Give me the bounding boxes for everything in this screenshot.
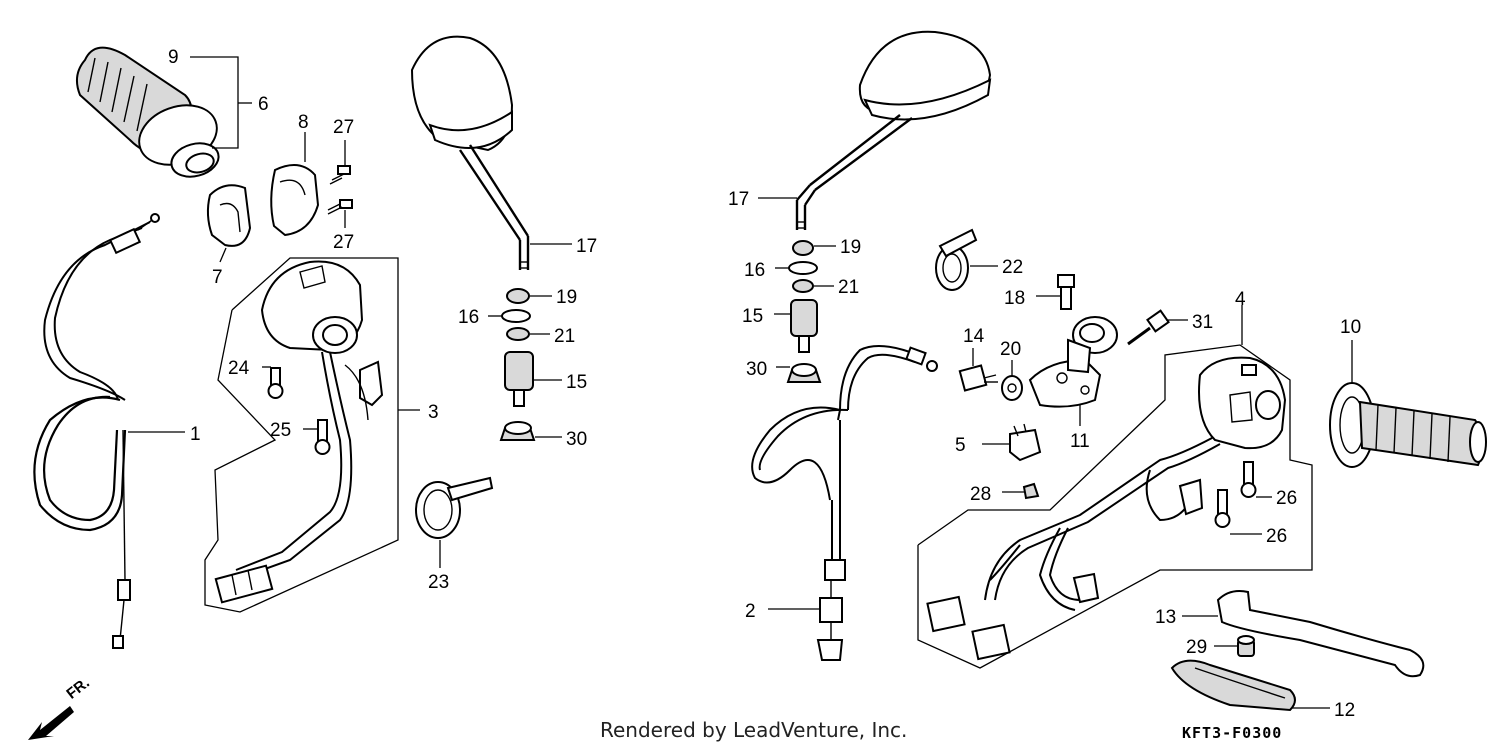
cable-band-22[interactable] [935, 228, 978, 291]
label-2: 2 [745, 601, 756, 622]
label-26a: 26 [1276, 488, 1297, 509]
washer-16-left[interactable] [501, 309, 531, 323]
label-21R: 21 [838, 277, 859, 298]
washer-21-left[interactable] [506, 327, 530, 341]
label-19L: 19 [556, 287, 577, 308]
adjuster-14[interactable] [958, 364, 998, 392]
label-15R: 15 [742, 306, 763, 327]
throttle-housing-lower[interactable] [206, 184, 252, 247]
right-grip[interactable] [1329, 382, 1487, 468]
label-3: 3 [428, 402, 439, 423]
label-1: 1 [190, 424, 201, 445]
lever-bracket[interactable] [1028, 316, 1118, 408]
screw-25[interactable] [314, 419, 331, 455]
clutch-switch-5[interactable] [1009, 423, 1042, 462]
label-19R: 19 [840, 237, 861, 258]
left-handlebar-switch[interactable] [214, 260, 384, 604]
washer-21-right[interactable] [792, 279, 814, 293]
callout-labels: 9 6 8 27 27 7 1 24 25 3 17 19 16 21 15 3… [168, 47, 1361, 721]
label-27a: 27 [333, 117, 354, 138]
right-mirror[interactable] [795, 30, 992, 230]
label-15L: 15 [566, 372, 587, 393]
nut-19-right[interactable] [792, 240, 814, 256]
render-credit: Rendered by LeadVenture, Inc. [600, 718, 908, 742]
label-13: 13 [1155, 607, 1176, 628]
label-26b: 26 [1266, 526, 1287, 547]
clutch-cable[interactable] [751, 345, 938, 661]
lever-cover[interactable] [1170, 659, 1296, 712]
assembly-3-outline [204, 257, 399, 613]
screw-28[interactable] [1022, 482, 1040, 500]
screw-24[interactable] [267, 367, 284, 399]
label-25: 25 [270, 420, 291, 441]
label-9: 9 [168, 47, 179, 68]
label-21L: 21 [554, 326, 575, 347]
label-30R: 30 [746, 359, 767, 380]
throttle-housing-upper[interactable] [270, 164, 320, 237]
label-17R: 17 [728, 189, 749, 210]
right-handlebar-switch[interactable] [926, 356, 1287, 661]
bolt-31[interactable] [1127, 309, 1170, 346]
locknut-20[interactable] [1001, 375, 1023, 401]
nut-19-left[interactable] [506, 288, 530, 304]
clutch-lever[interactable] [1216, 590, 1425, 678]
label-22: 22 [1002, 257, 1023, 278]
cable-band-23[interactable] [415, 476, 494, 539]
left-mirror[interactable] [410, 35, 530, 270]
nut-29[interactable] [1237, 635, 1255, 657]
throttle-cable[interactable] [33, 213, 160, 649]
nut-30-left[interactable] [499, 421, 536, 441]
label-11: 11 [1070, 431, 1090, 452]
bolt-18[interactable] [1057, 274, 1075, 310]
label-24: 24 [228, 358, 250, 379]
diagram-code: KFT3-F0300 [1182, 724, 1283, 742]
screw-27-upper[interactable] [329, 165, 351, 185]
label-18: 18 [1004, 288, 1025, 309]
label-10: 10 [1340, 317, 1361, 338]
washer-16-right[interactable] [788, 261, 818, 275]
leader-7 [219, 247, 227, 263]
label-28: 28 [970, 484, 991, 505]
label-8: 8 [298, 112, 309, 133]
label-29: 29 [1186, 637, 1207, 658]
label-16R: 16 [744, 260, 765, 281]
label-4: 4 [1235, 289, 1246, 310]
screw-26-upper[interactable] [1240, 461, 1257, 498]
label-16L: 16 [458, 307, 479, 328]
throttle-grip[interactable] [75, 46, 225, 182]
rubber-mount-15-left[interactable] [504, 351, 534, 407]
label-6: 6 [258, 94, 269, 115]
label-27b: 27 [333, 232, 354, 253]
label-23: 23 [428, 572, 449, 593]
label-14: 14 [963, 326, 985, 347]
label-31: 31 [1192, 312, 1213, 333]
screw-27-lower[interactable] [327, 199, 353, 215]
nut-30-right[interactable] [786, 363, 822, 383]
rubber-mount-15-right[interactable] [790, 299, 818, 353]
label-30L: 30 [566, 429, 587, 450]
label-5: 5 [955, 435, 966, 456]
front-direction-arrow [28, 706, 74, 740]
label-12: 12 [1334, 700, 1355, 721]
label-20: 20 [1000, 339, 1021, 360]
screw-26-lower[interactable] [1214, 489, 1231, 528]
label-17L: 17 [576, 236, 597, 257]
label-7: 7 [212, 267, 223, 288]
